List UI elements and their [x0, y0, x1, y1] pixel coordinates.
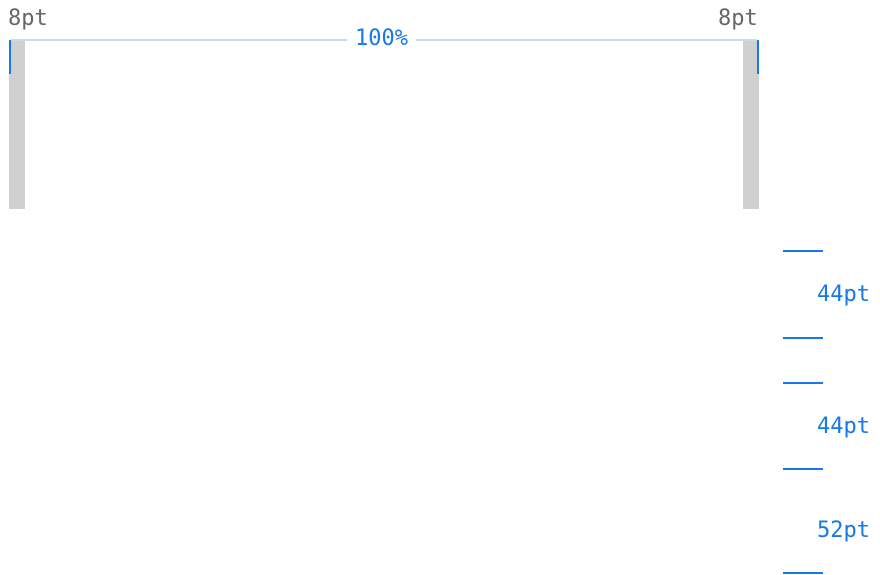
- row-2-bottom-tick: [783, 468, 823, 470]
- row-1-height-label: 44pt: [817, 282, 870, 307]
- right-margin-bar: [743, 40, 759, 209]
- left-edge-tick: [9, 40, 11, 74]
- row-2-height-label: 44pt: [817, 414, 870, 439]
- row-1-top-tick: [783, 250, 823, 252]
- row-3-bottom-tick: [783, 572, 823, 574]
- row-3-height-label: 52pt: [817, 518, 870, 543]
- width-percent-label: 100%: [347, 28, 416, 50]
- left-margin-bar: [9, 40, 25, 209]
- row-2-top-tick: [783, 382, 823, 384]
- row-1-bottom-tick: [783, 337, 823, 339]
- right-edge-tick: [757, 40, 759, 74]
- right-margin-label: 8pt: [718, 6, 758, 31]
- left-margin-label: 8pt: [8, 6, 48, 31]
